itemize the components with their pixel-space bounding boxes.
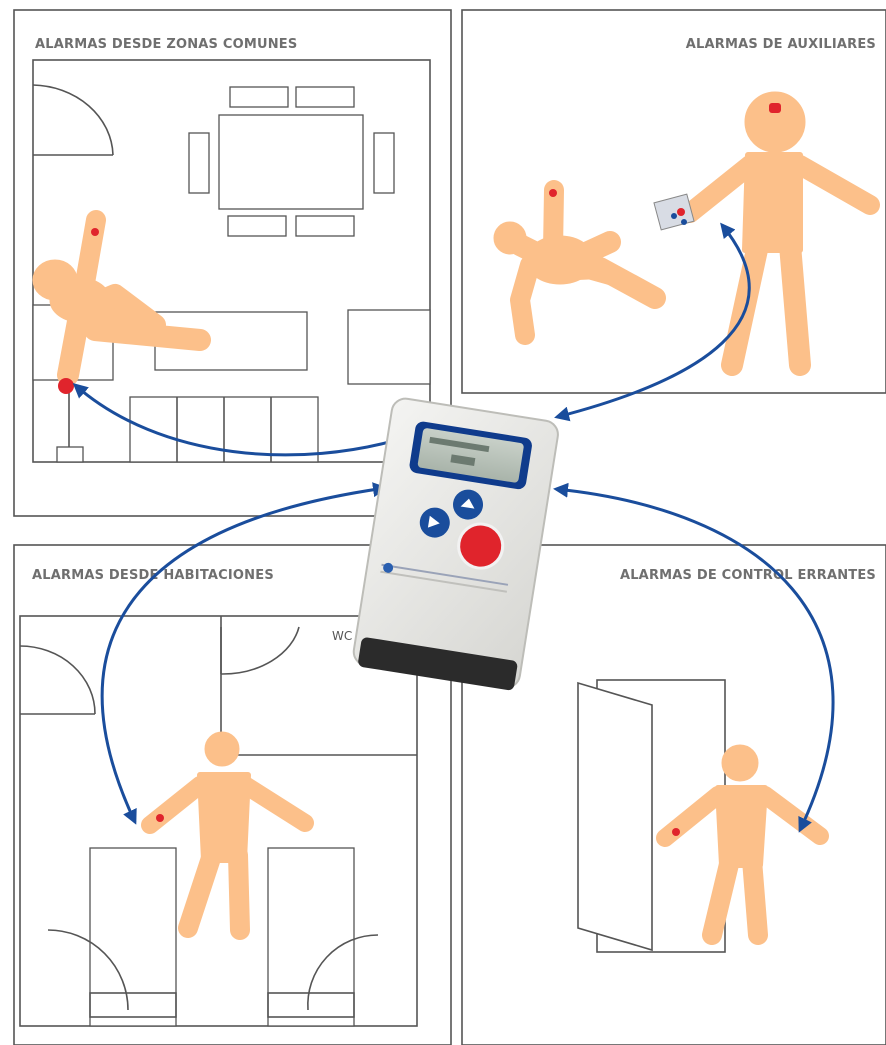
- dining-table: [219, 115, 363, 209]
- alarm-dot-icon: [156, 814, 164, 822]
- alarm-dot-icon: [549, 189, 557, 197]
- panel-title-common-areas: ALARMAS DESDE ZONAS COMUNES: [35, 37, 297, 52]
- alarm-dot-icon: [672, 828, 680, 836]
- side-table: [348, 310, 430, 384]
- door-swing: [33, 85, 113, 155]
- panel-title-rooms: ALARMAS DESDE HABITACIONES: [32, 568, 274, 583]
- chair: [296, 87, 354, 107]
- alarm-dot-icon: [91, 228, 99, 236]
- handheld-pager-icon: [654, 194, 694, 230]
- panel-title-wandering: ALARMAS DE CONTROL ERRANTES: [620, 568, 876, 583]
- chair: [230, 87, 288, 107]
- lockers: [130, 397, 318, 462]
- person-figure-icon: [690, 92, 870, 365]
- alarm-button-icon: [58, 378, 74, 394]
- arrow-rooms: [102, 488, 385, 822]
- wc-door-swing: [221, 627, 299, 674]
- chair: [189, 133, 209, 193]
- bed: [268, 848, 354, 1026]
- chair: [228, 216, 286, 236]
- panel-title-staff: ALARMAS DE AUXILIARES: [686, 37, 876, 52]
- person-figure-icon: [494, 190, 655, 335]
- chair: [374, 133, 394, 193]
- wc-label: WC: [332, 629, 352, 643]
- panel-staff: ALARMAS DE AUXILIARES: [462, 10, 886, 393]
- bed: [90, 848, 176, 1026]
- alarm-dot-icon: [769, 103, 781, 113]
- cord-base: [57, 447, 83, 462]
- panel-common-areas: ALARMAS DESDE ZONAS COMUNES: [14, 10, 451, 516]
- person-figure-icon: [665, 745, 820, 935]
- pager-receiver-icon: [351, 397, 559, 692]
- chair: [296, 216, 354, 236]
- door-swing: [20, 646, 95, 714]
